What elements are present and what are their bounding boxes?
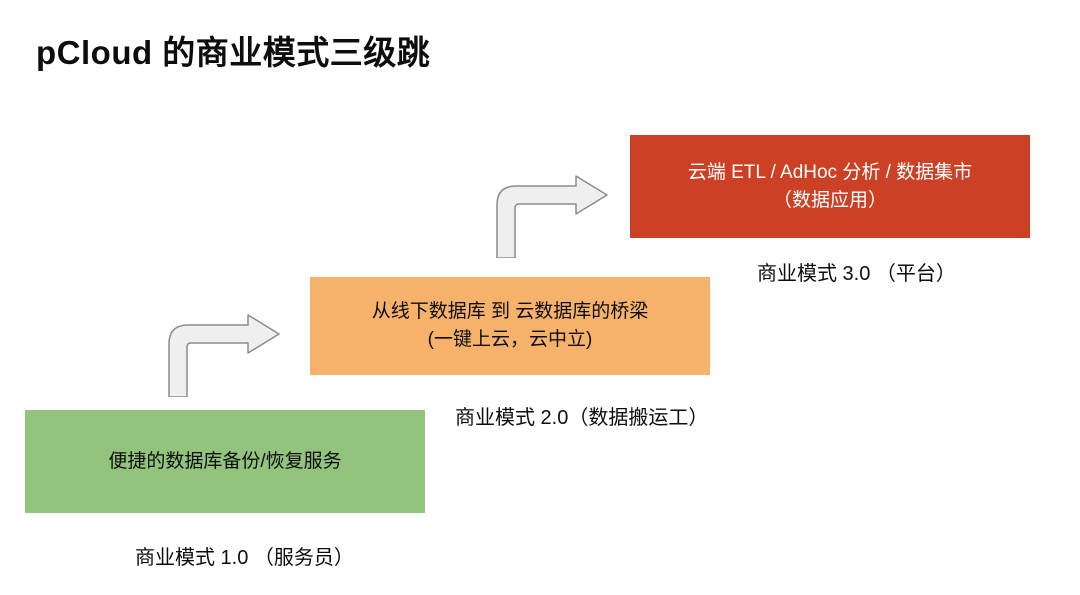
- stage-3-box-line-2: （数据应用）: [772, 189, 887, 211]
- stage-2-caption: 商业模式 2.0（数据搬运工）: [455, 407, 709, 429]
- stage-3-box-line-1: 云端 ETL / AdHoc 分析 / 数据集市: [687, 161, 973, 183]
- stage-1-box: 便捷的数据库备份/恢复服务: [25, 410, 425, 513]
- arrow-stage1-to-stage2-icon: [168, 314, 280, 397]
- stage-1-caption: 商业模式 1.0 （服务员）: [135, 547, 354, 569]
- stage-1-box-line-1: 便捷的数据库备份/恢复服务: [108, 450, 342, 472]
- stage-2-box: 从线下数据库 到 云数据库的桥梁 (一键上云，云中立): [310, 277, 710, 375]
- arrow-stage2-to-stage3-icon: [496, 175, 608, 258]
- stage-2-box-line-1: 从线下数据库 到 云数据库的桥梁: [371, 301, 649, 323]
- stage-3-caption: 商业模式 3.0 （平台）: [757, 263, 956, 285]
- page-title: pCloud 的商业模式三级跳: [36, 34, 431, 71]
- stage-2-box-line-2: (一键上云，云中立): [427, 329, 593, 350]
- stage-3-box: 云端 ETL / AdHoc 分析 / 数据集市 （数据应用）: [630, 135, 1030, 238]
